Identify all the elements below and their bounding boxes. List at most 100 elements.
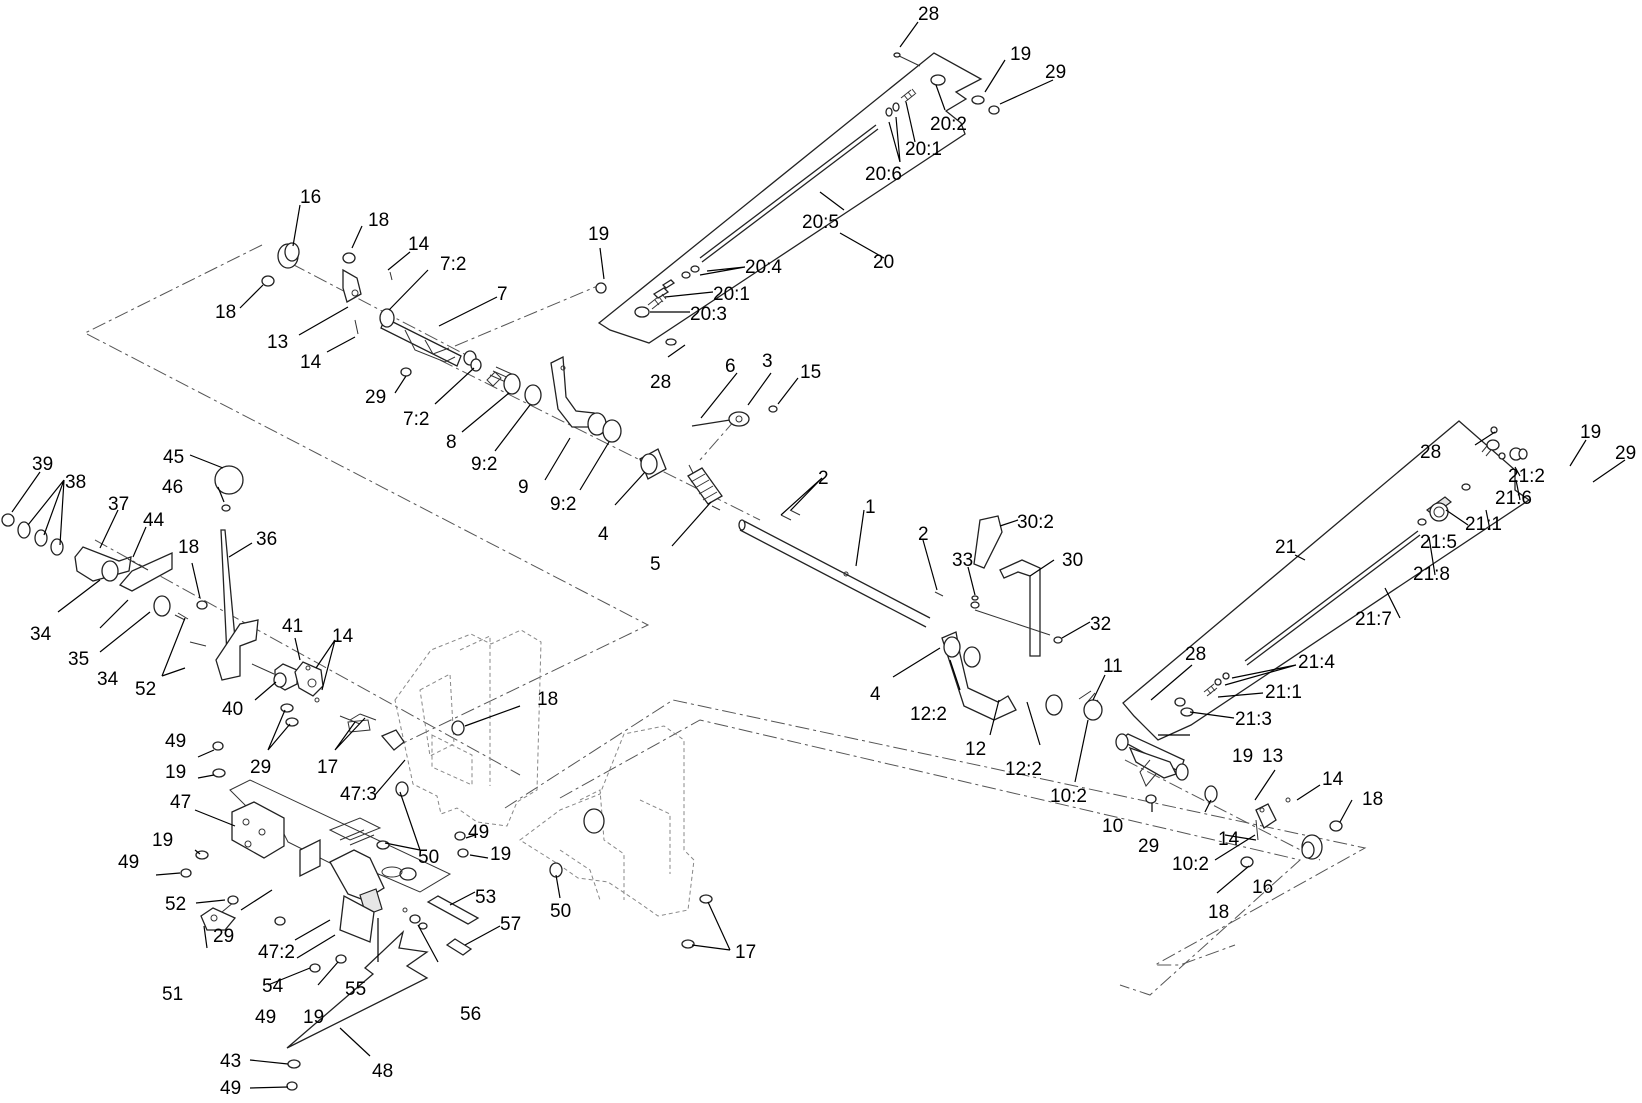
callout-label: 14	[1218, 829, 1240, 850]
callout-label: 12:2	[1005, 759, 1042, 780]
callout-label: 21:1	[1265, 682, 1302, 703]
link-rod-21	[1174, 426, 1528, 717]
callout-label: 19	[165, 762, 186, 783]
callout-label: 2	[818, 468, 829, 489]
callout-label: 47:2	[258, 942, 295, 963]
callout-label: 20:1	[713, 284, 750, 305]
shift-lever-group	[1, 465, 371, 733]
callout-label: 55	[345, 979, 366, 1000]
callout-label: 20	[873, 252, 894, 273]
callout-label: 21:5	[1420, 532, 1457, 553]
callout-label: 50	[418, 847, 439, 868]
callout-label: 49	[255, 1007, 276, 1028]
callout-label: 14	[1322, 769, 1344, 790]
callout-label: 7:2	[440, 254, 466, 275]
callout-label: 29	[365, 387, 386, 408]
axis-line-rod	[439, 359, 761, 521]
shaft-1	[738, 509, 944, 628]
callout-label: 12:2	[910, 704, 947, 725]
link-rod-20	[595, 52, 1000, 346]
bracket-47-assembly	[180, 741, 480, 973]
callout-label: 28	[1185, 644, 1206, 665]
callout-label: 17	[317, 757, 338, 778]
callout-label: 21:1	[1465, 514, 1502, 535]
callout-label: 57	[500, 914, 521, 935]
callout-label: 13	[267, 332, 288, 353]
callout-label: 20:3	[690, 304, 727, 325]
callout-label: 18	[1208, 902, 1229, 923]
callout-label: 20:1	[905, 139, 942, 160]
callout-label: 18	[178, 537, 199, 558]
callout-label: 32	[1090, 614, 1111, 635]
callout-label: 36	[256, 529, 277, 550]
phantom-outline-lower	[504, 699, 1367, 966]
callout-label: 18	[1362, 789, 1383, 810]
callout-label: 21:4	[1298, 652, 1335, 673]
plate-48	[286, 929, 429, 1091]
assembly-21-boundary	[1122, 420, 1531, 741]
callout-label: 18	[215, 302, 236, 323]
callout-label: 50	[550, 901, 571, 922]
assembly-20-boundary	[597, 52, 983, 344]
callout-label: 34	[30, 624, 52, 645]
callout-label: 19	[588, 224, 609, 245]
callout-label: 29	[1045, 62, 1066, 83]
callout-label: 47:3	[340, 784, 377, 805]
lever-30	[970, 515, 1063, 657]
callout-label: 51	[162, 984, 183, 1005]
callout-label: 41	[282, 616, 303, 637]
callout-label: 28	[918, 4, 939, 25]
callout-label: 10:2	[1050, 786, 1087, 807]
callout-label: 30:2	[1017, 512, 1054, 533]
callout-label: 29	[1138, 836, 1159, 857]
callout-label: 12	[965, 739, 986, 760]
callout-label: 21:6	[1495, 488, 1532, 509]
callout-label: 4	[598, 524, 609, 545]
frame-plate-left	[339, 629, 542, 827]
callout-label: 34	[97, 669, 119, 690]
callout-label: 48	[372, 1061, 393, 1082]
callout-label: 33	[952, 550, 973, 571]
callout-label: 2	[918, 524, 929, 545]
frame-plate-right	[519, 725, 713, 949]
callout-label: 21:8	[1413, 564, 1450, 585]
callout-label: 14	[332, 626, 354, 647]
callout-label: 9:2	[550, 494, 576, 515]
callout-label: 9	[518, 477, 529, 498]
callout-label: 19	[1010, 44, 1031, 65]
callout-label: 53	[475, 887, 496, 908]
callout-label: 21:7	[1355, 609, 1392, 630]
callout-label: 28	[650, 372, 671, 393]
callout-label: 52	[165, 894, 186, 915]
callout-label: 15	[800, 362, 821, 383]
callout-label: 5	[650, 554, 661, 575]
callout-label: 43	[220, 1051, 241, 1072]
callout-label: 35	[68, 649, 89, 670]
callout-label: 4	[870, 684, 881, 705]
callout-label: 49	[468, 822, 489, 843]
callout-label: 21	[1275, 537, 1296, 558]
callout-label: 19	[1232, 746, 1253, 767]
callout-label: 16	[1252, 877, 1273, 898]
callout-label: 18	[368, 210, 389, 231]
callout-label: 47	[170, 792, 191, 813]
axis-line-stud	[699, 419, 736, 461]
callout-label: 40	[222, 699, 243, 720]
callout-label: 16	[300, 187, 321, 208]
callout-label: 29	[1615, 443, 1636, 464]
callout-label: 20:4	[745, 257, 782, 278]
callout-label: 19	[1580, 422, 1601, 443]
callout-label: 38	[65, 472, 86, 493]
callout-label: 39	[32, 454, 53, 475]
callout-label: 52	[135, 679, 156, 700]
callout-label: 8	[446, 432, 457, 453]
callout-label: 29	[250, 757, 271, 778]
axis-line-link-20	[454, 284, 601, 347]
callout-label: 14	[300, 352, 322, 373]
callout-label: 13	[1262, 746, 1283, 767]
callout-label: 21:2	[1508, 466, 1545, 487]
callout-label: 37	[108, 494, 129, 515]
axis-line-upper	[291, 263, 471, 358]
